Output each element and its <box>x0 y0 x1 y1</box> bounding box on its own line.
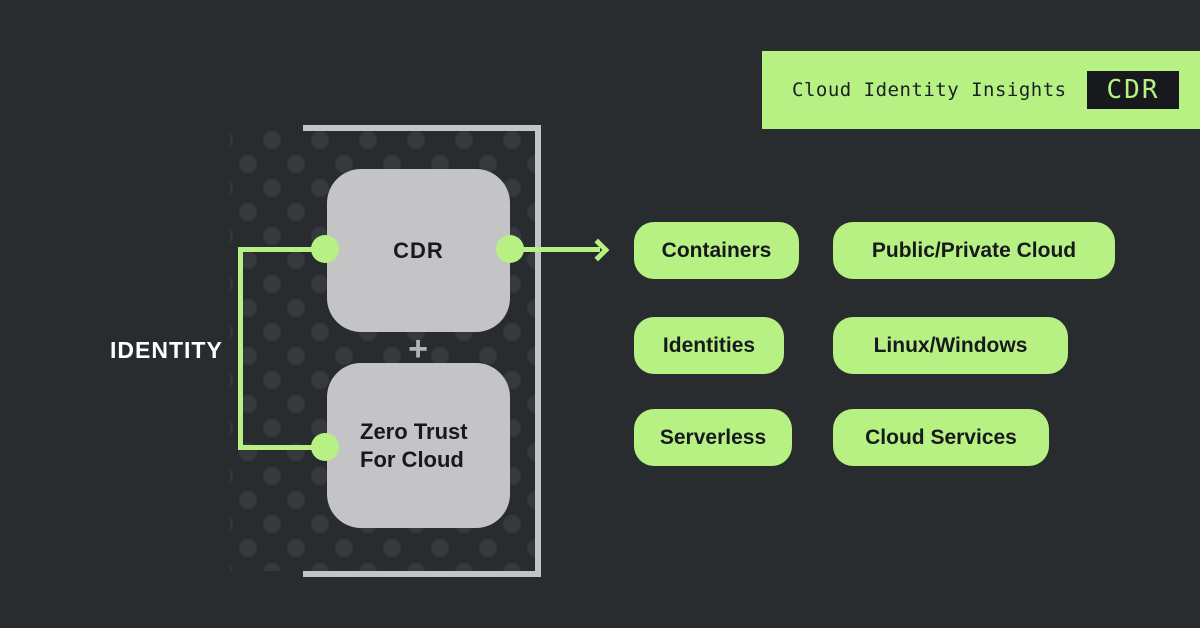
connector-node-top <box>311 235 339 263</box>
bracket-frame <box>303 125 541 577</box>
pill-label: Identities <box>662 333 756 357</box>
pill-label: Containers <box>661 238 772 262</box>
identity-label: IDENTITY <box>110 337 223 363</box>
pill-label: Serverless <box>659 425 767 449</box>
connector-vertical-line <box>238 247 243 450</box>
connector-node-right <box>496 235 524 263</box>
connector-bottom-line <box>238 445 325 450</box>
pill-identities: Identities <box>634 317 784 374</box>
zero-trust-label: Zero Trust For Cloud <box>360 418 468 474</box>
pill-label: Cloud Services <box>865 425 1017 449</box>
connector-arrow-line <box>510 247 600 252</box>
zero-trust-line1: Zero Trust <box>360 418 468 444</box>
cdr-box: CDR <box>327 169 510 332</box>
cdr-badge: CDR <box>1087 71 1179 109</box>
banner-title: Cloud Identity Insights <box>792 79 1067 101</box>
pill-public-private-cloud: Public/Private Cloud <box>833 222 1115 279</box>
banner: Cloud Identity Insights CDR <box>762 51 1200 129</box>
pill-label: Linux/Windows <box>873 333 1028 357</box>
zero-trust-box: Zero Trust For Cloud <box>327 363 510 528</box>
connector-top-line <box>238 247 325 252</box>
pill-containers: Containers <box>634 222 799 279</box>
connector-node-bottom <box>311 433 339 461</box>
pill-cloud-services: Cloud Services <box>833 409 1049 466</box>
pill-label: Public/Private Cloud <box>871 238 1077 262</box>
cdr-box-label: CDR <box>393 237 444 263</box>
plus-sign: + <box>408 329 428 368</box>
zero-trust-line2: For Cloud <box>360 446 464 472</box>
arrow-head-icon <box>586 238 610 262</box>
pill-serverless: Serverless <box>634 409 792 466</box>
pill-linux-windows: Linux/Windows <box>833 317 1068 374</box>
